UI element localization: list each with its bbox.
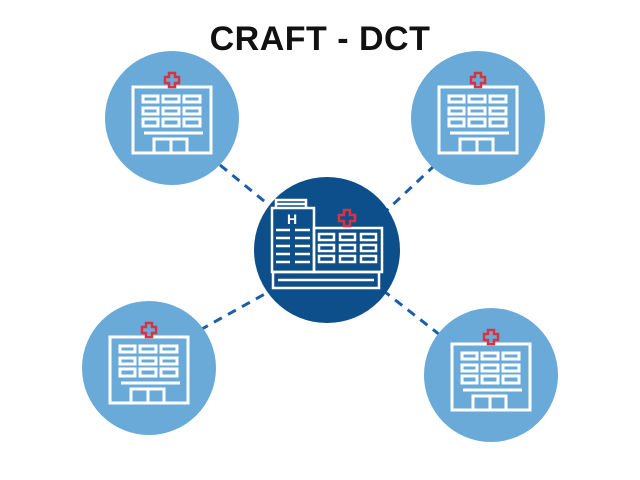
- link-top-left: [219, 163, 276, 212]
- site-bottom-left-hospital-icon: [80, 299, 218, 437]
- link-top-right: [383, 163, 437, 214]
- link-bottom-left: [199, 288, 273, 332]
- diagram-title: CRAFT - DCT: [209, 20, 431, 58]
- central-hospital-icon: H: [254, 177, 400, 323]
- connection-links: [199, 163, 441, 337]
- site-bottom-right-hospital-icon: [422, 306, 560, 444]
- link-bottom-right: [384, 290, 441, 337]
- hub-h-label: H: [287, 211, 297, 227]
- site-top-left-hospital-icon: [103, 49, 241, 187]
- site-top-right-hospital-icon: [409, 49, 547, 187]
